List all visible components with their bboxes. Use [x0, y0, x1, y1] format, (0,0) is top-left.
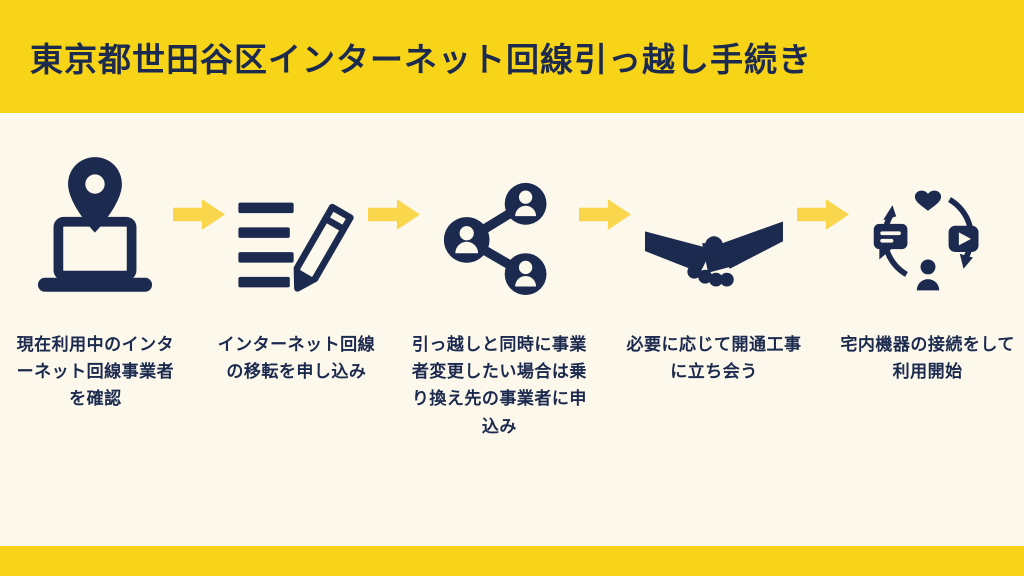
handshake-icon: [644, 145, 783, 295]
bottom-band: [0, 546, 1024, 576]
flow-step-3: 引っ越しと同時に事業者変更したい場合は乗り換え先の事業者に申込み: [410, 145, 589, 440]
page-title: 東京都世田谷区インターネット回線引っ越し手続き: [30, 40, 812, 78]
arrow-right-icon: [368, 199, 420, 230]
laptop-location-icon: [38, 157, 153, 292]
flow-step-2: インターネット回線の移転を申し込み: [215, 145, 378, 385]
step-label: 引っ越しと同時に事業者変更したい場合は乗り換え先の事業者に申込み: [411, 335, 587, 436]
share-network-icon: [444, 182, 547, 295]
document-pencil-icon: [238, 202, 354, 292]
flow-step-5: 宅内機器の接続をして利用開始: [839, 145, 1016, 385]
steps-flow: 現在利用中のインターネット回線事業者を確認 インターネット回線の移転を申し込み: [0, 113, 1024, 576]
handshake-icon: [644, 221, 783, 287]
arrow-right-icon: [797, 199, 850, 230]
devices-media-icon: [873, 190, 979, 291]
step-label: 必要に応じて開通工事に立ち会う: [626, 335, 802, 382]
devices-media-icon: [870, 145, 986, 295]
share-network-icon: [442, 145, 556, 295]
flow-step-4: 必要に応じて開通工事に立ち会う: [621, 145, 807, 385]
arrow-right-icon: [172, 199, 225, 230]
document-pencil-icon: [238, 145, 355, 295]
arrow-right-icon: [578, 199, 631, 230]
step-label: 現在利用中のインターネット回線事業者を確認: [16, 335, 175, 409]
step-label: 宅内機器の接続をして利用開始: [840, 335, 1015, 382]
flow-step-1: 現在利用中のインターネット回線事業者を確認: [8, 145, 183, 413]
title-band: 東京都世田谷区インターネット回線引っ越し手続き: [0, 0, 1024, 113]
step-label: インターネット回線の移転を申し込み: [217, 335, 376, 382]
laptop-location-icon: [35, 145, 155, 295]
